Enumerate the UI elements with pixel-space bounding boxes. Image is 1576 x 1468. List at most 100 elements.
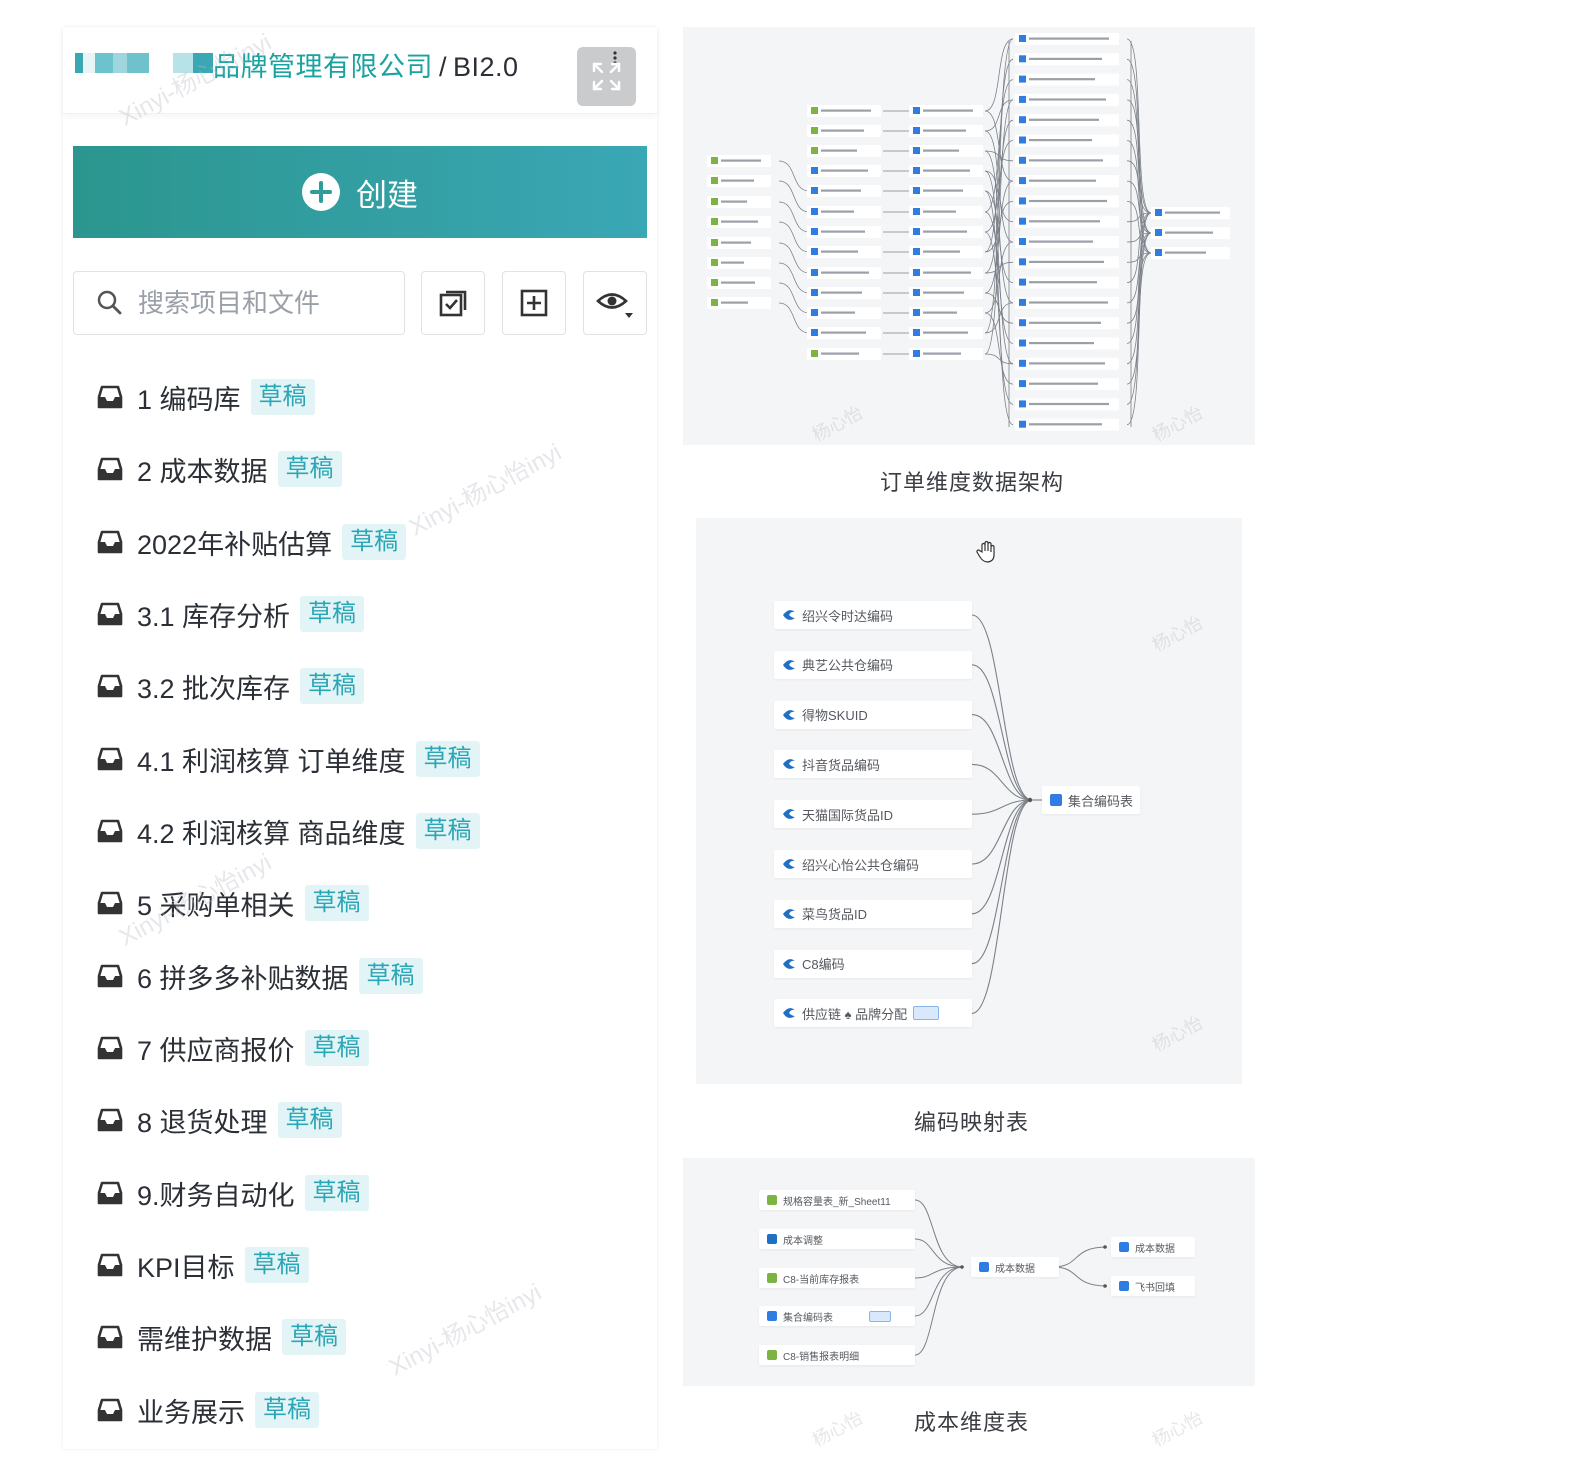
cost-output-label: 飞书回填	[1135, 1282, 1175, 1294]
draft-badge: 草稿	[244, 1247, 309, 1283]
source-icon	[783, 908, 795, 919]
org-name[interactable]: 品牌管理有限公司	[213, 52, 433, 82]
plus-circle-icon	[302, 173, 340, 211]
breadcrumb-separator: /	[439, 52, 448, 82]
cost-source-node[interactable]: C8-当前库存报表	[759, 1268, 915, 1288]
tree-item[interactable]: 2022年补贴估算 草稿	[95, 522, 407, 562]
source-icon	[783, 809, 795, 820]
order-node-icon	[1155, 229, 1162, 236]
tree-item[interactable]: KPI目标 草稿	[95, 1245, 309, 1285]
order-node-icon	[913, 107, 920, 114]
order-node-icon	[711, 177, 718, 184]
order-node-label	[1029, 321, 1101, 324]
tree-item[interactable]: 4.1 利润核算 订单维度 草稿	[95, 739, 480, 779]
order-link	[1126, 212, 1152, 405]
source-label: 天猫国际货品ID	[802, 807, 894, 823]
order-node-icon	[913, 329, 920, 336]
order-node-label	[1029, 240, 1093, 243]
multi-select-button[interactable]	[421, 271, 485, 335]
order-node-label	[1029, 301, 1108, 304]
order-link	[778, 262, 810, 294]
order-node-label	[923, 189, 963, 192]
create-button[interactable]: 创建	[73, 146, 647, 238]
cost-source-node[interactable]: 成本调整	[759, 1229, 915, 1249]
order-node-label	[821, 271, 869, 274]
chart-table-icon	[1050, 794, 1062, 806]
order-node-icon	[1019, 177, 1026, 185]
tree-item[interactable]: 1 编码库 草稿	[95, 377, 315, 417]
table-icon	[767, 1234, 777, 1244]
order-node-label	[1029, 78, 1095, 81]
tree-item-label: 3.1 库存分析	[137, 601, 291, 632]
source-table-node[interactable]: 绍兴令时达编码	[774, 601, 972, 629]
draft-badge: 草稿	[277, 1102, 342, 1138]
cost-center-node[interactable]: 成本数据	[971, 1257, 1059, 1277]
code-link-dot	[1027, 797, 1033, 803]
watermark: 杨心怡	[808, 1407, 867, 1451]
view-options-button[interactable]	[583, 271, 647, 335]
code-link	[971, 714, 1033, 801]
order-node-label	[1165, 211, 1220, 214]
tree-item[interactable]: 3.1 库存分析 草稿	[95, 594, 365, 634]
order-node-icon	[711, 218, 718, 225]
tree-item[interactable]: 4.2 利润核算 商品维度 草稿	[95, 811, 480, 851]
order-link	[778, 282, 810, 314]
order-node-label	[821, 129, 864, 132]
order-architecture-caption: 订单维度数据架构	[880, 470, 1065, 495]
cost-link	[914, 1238, 964, 1268]
search-field[interactable]	[73, 271, 405, 335]
code-link	[971, 799, 1033, 815]
table-icon	[767, 1273, 777, 1283]
source-table-node[interactable]: 菜鸟货品ID	[774, 899, 972, 928]
tree-item[interactable]: 7 供应商报价 草稿	[95, 1028, 369, 1068]
tree-item[interactable]: 需维护数据 草稿	[95, 1317, 346, 1357]
tree-item-label: 2022年补贴估算	[137, 529, 333, 560]
draft-badge: 草稿	[300, 596, 365, 632]
cost-source-node[interactable]: 集合编码表	[759, 1306, 915, 1326]
order-node-label	[821, 169, 868, 172]
order-node-icon	[1019, 55, 1026, 63]
order-node-icon	[1019, 339, 1026, 347]
inbox-icon	[95, 962, 125, 990]
cost-output-node[interactable]: 成本数据	[1111, 1237, 1195, 1257]
search-input[interactable]	[136, 284, 390, 322]
tree-item[interactable]: 3.2 批次库存 草稿	[95, 666, 365, 706]
tree-item[interactable]: 8 退货处理 草稿	[95, 1100, 342, 1140]
source-table-node[interactable]: 天猫国际货品ID	[774, 800, 972, 829]
tree-item[interactable]: 6 拼多多补贴数据 草稿	[95, 956, 423, 996]
source-table-node[interactable]: 抖音货品编码	[774, 750, 972, 779]
target-table-node[interactable]: 集合编码表	[1042, 786, 1140, 814]
panel-header: 品牌管理有限公司/BI2.0	[63, 27, 657, 114]
source-table-node[interactable]: C8编码	[774, 949, 972, 978]
cost-source-node[interactable]: 规格容量表_新_Sheet11	[759, 1190, 915, 1210]
order-node-label	[721, 220, 758, 223]
source-table-node[interactable]: 绍兴心怡公共仓编码	[774, 850, 972, 878]
tree-item[interactable]: 9.财务自动化 草稿	[95, 1173, 369, 1213]
table-icon	[1119, 1281, 1129, 1291]
code-link	[971, 799, 1033, 965]
order-node-icon	[1019, 258, 1026, 266]
expand-button[interactable]	[577, 47, 636, 106]
source-tag	[913, 1006, 940, 1021]
order-node-label	[923, 149, 959, 152]
new-file-button[interactable]	[502, 271, 566, 335]
cost-source-node[interactable]: C8-销售报表明细	[759, 1345, 915, 1365]
tree-item[interactable]: 2 成本数据 草稿	[95, 449, 342, 489]
inbox-icon	[95, 1251, 125, 1279]
tree-item[interactable]: 业务展示 草稿	[95, 1390, 319, 1430]
order-node-label	[821, 149, 857, 152]
target-label: 集合编码表	[1068, 793, 1134, 809]
tree-item[interactable]: 5 采购单相关 草稿	[95, 883, 369, 923]
order-link	[984, 312, 1014, 385]
expand-icon	[592, 51, 621, 91]
order-node-icon	[1019, 197, 1026, 205]
order-node-label	[923, 129, 966, 132]
source-label: 典艺公共仓编码	[802, 658, 894, 674]
cost-output-node[interactable]: 飞书回填	[1111, 1276, 1195, 1296]
source-table-node[interactable]: 典艺公共仓编码	[774, 650, 972, 679]
order-link	[778, 160, 810, 192]
tree-item-label: 6 拼多多补贴数据	[137, 963, 349, 994]
order-node-label	[1029, 402, 1109, 406]
source-table-node[interactable]: 供应链 ♠ 品牌分配	[774, 999, 972, 1028]
source-table-node[interactable]: 得物SKUID	[774, 700, 972, 729]
